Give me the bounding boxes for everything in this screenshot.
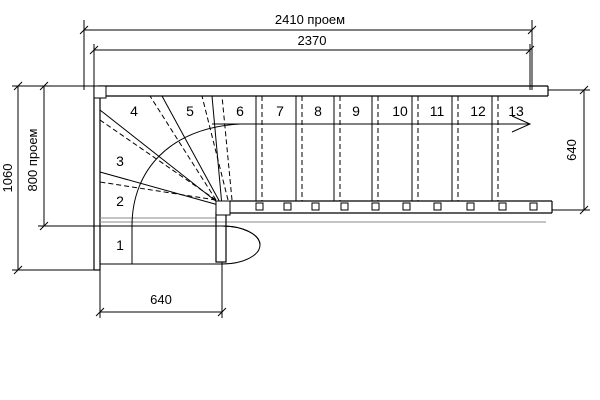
newel-post-base (215, 211, 227, 263)
baluster (311, 202, 320, 211)
dimension-top-inner-label: 2370 (298, 33, 327, 48)
step-numbers: 1 2 3 4 5 6 7 8 9 10 11 12 13 (116, 103, 524, 253)
step-number-12: 12 (470, 103, 486, 119)
baluster (283, 202, 292, 211)
newel-post-area (215, 200, 261, 265)
step-number-1: 1 (116, 237, 124, 253)
baluster (255, 202, 264, 211)
corner-post (93, 85, 107, 99)
dimension-top-outer: 2410 проем (79, 12, 537, 90)
dimension-top-outer-label: 2410 проем (275, 12, 345, 27)
direction-arrow (511, 115, 532, 133)
step-number-3: 3 (116, 153, 124, 169)
straight-flight (212, 96, 532, 201)
dimension-bottom: 640 (95, 262, 227, 318)
stair-outline (93, 85, 549, 271)
step-number-10: 10 (392, 103, 408, 119)
baluster (466, 202, 475, 211)
baluster (498, 202, 507, 211)
dimension-left-outer: 1060 (0, 81, 98, 275)
dimension-left-outer-label: 1060 (0, 164, 15, 193)
dimension-right: 640 (548, 85, 590, 215)
step-number-4: 4 (130, 103, 138, 119)
baluster (433, 202, 442, 211)
dimension-top-inner: 2370 (89, 33, 535, 90)
dimension-left-inner: 800 проем (25, 81, 100, 231)
newel-post (215, 200, 231, 216)
step-number-11: 11 (430, 103, 445, 119)
dimension-bottom-label: 640 (150, 292, 172, 307)
step-number-13: 13 (508, 103, 524, 119)
step-number-6: 6 (236, 103, 244, 119)
winder-steps (99, 95, 241, 227)
step-number-7: 7 (276, 103, 284, 119)
step-number-9: 9 (352, 103, 360, 119)
baluster (402, 202, 411, 211)
dimension-left-inner-label: 800 проем (25, 128, 40, 191)
dimension-right-label: 640 (564, 139, 579, 161)
baluster (371, 202, 380, 211)
baluster (340, 202, 349, 211)
handrail (230, 200, 553, 214)
step-number-5: 5 (186, 103, 194, 119)
step-number-2: 2 (116, 193, 124, 209)
step-number-8: 8 (314, 103, 322, 119)
baluster (529, 202, 538, 211)
